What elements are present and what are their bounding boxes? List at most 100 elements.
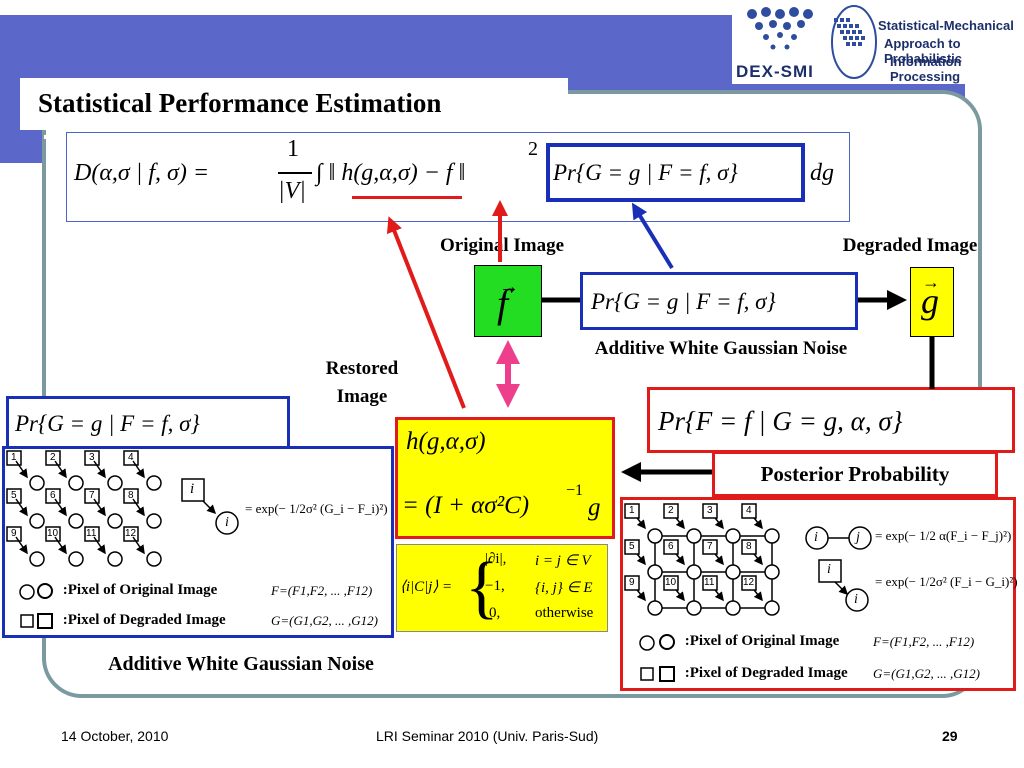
logo-line3: Information Processing bbox=[890, 54, 962, 84]
left-F-def: F=(F1,F2, ... ,F12) bbox=[271, 583, 373, 598]
f-vector-symbol: f bbox=[497, 281, 509, 326]
left-formula: = exp(− 1/2σ² (G_i − F_i)²) bbox=[245, 501, 388, 516]
equation-dg: dg bbox=[810, 160, 834, 186]
matrix-case-cond-3: otherwise bbox=[535, 605, 594, 621]
right-F-def: F=(F1,F2, ... ,F12) bbox=[873, 634, 975, 649]
g-vector-symbol: g bbox=[921, 281, 939, 321]
g-arrow: → bbox=[922, 272, 940, 292]
right-node-label-5: 5 bbox=[629, 541, 635, 552]
right-formula-noise: = exp(− 1/2σ² (F_i − G_i)²) bbox=[875, 574, 1018, 589]
frac-bar bbox=[278, 172, 312, 174]
degraded-image-node: g → bbox=[910, 267, 954, 337]
footer-center: LRI Seminar 2010 (Univ. Paris-Sud) bbox=[376, 728, 599, 744]
equation-lhs: D(α,σ | f, σ) = bbox=[74, 160, 210, 186]
restored-line1: h(g,α,σ) bbox=[406, 428, 486, 455]
left-legend-degraded: :Pixel of Degraded Image bbox=[37, 612, 226, 629]
left-graph-svg bbox=[6, 450, 239, 628]
label-awgn-bottom: Additive White Gaussian Noise bbox=[108, 653, 374, 675]
left-node-label-2: 2 bbox=[50, 452, 56, 463]
matrix-case-cond-1: i = j ∈ V bbox=[535, 553, 591, 569]
label-degraded-image: Degraded Image bbox=[842, 235, 978, 256]
left-node-label-9: 9 bbox=[11, 528, 17, 539]
right-legend-original: :Pixel of Original Image bbox=[659, 633, 839, 650]
right-pair-j-label: j bbox=[856, 530, 860, 545]
right-node-label-9: 9 bbox=[629, 577, 635, 588]
left-key-circle-label: i bbox=[225, 515, 229, 530]
matrix-case-value-2: −1, bbox=[485, 578, 505, 594]
restored-line2: = (I + ασ²C) bbox=[402, 492, 530, 519]
logo-name: DEX-SMI bbox=[736, 62, 814, 81]
right-legend-original-text: :Pixel of Original Image bbox=[684, 633, 840, 649]
right-node-label-7: 7 bbox=[707, 541, 713, 552]
logo: DEX-SMI Statistical-Mechanical Approach … bbox=[732, 2, 1022, 84]
channel-prob-text: Pr{G = g | F = f, σ} bbox=[591, 289, 776, 314]
left-node-label-11: 11 bbox=[86, 528, 97, 539]
title-tab bbox=[20, 78, 568, 130]
label-restored-image: Restored Image bbox=[325, 358, 399, 407]
right-node-label-4: 4 bbox=[746, 505, 752, 516]
left-legend-original-text: :Pixel of Original Image bbox=[62, 582, 218, 598]
logo-dots-icon bbox=[747, 5, 877, 79]
posterior-prob-text: Pr{F = f | G = g, α, σ} bbox=[658, 406, 903, 436]
equation-integrand: ∫ ‖ h(g,α,σ) − f ‖ bbox=[316, 160, 466, 186]
right-pair-i-label: i bbox=[814, 530, 818, 545]
right-G-def: G=(G1,G2, ... ,G12) bbox=[873, 666, 980, 681]
matrix-definition-box: ⟨i|C|j⟩ = { |∂i|, i = j ∈ V −1, {i, j} ∈… bbox=[396, 544, 608, 632]
restored-exp: −1 bbox=[566, 482, 584, 499]
matrix-case-value-1: |∂i|, bbox=[485, 551, 507, 567]
left-node-label-3: 3 bbox=[89, 452, 95, 463]
left-node-label-7: 7 bbox=[89, 490, 95, 501]
equation-prob: Pr{G = g | F = f, σ} bbox=[553, 160, 738, 185]
left-node-label-8: 8 bbox=[128, 490, 134, 501]
right-node-label-8: 8 bbox=[746, 541, 752, 552]
legend-circle-icon bbox=[37, 582, 53, 599]
equation-box bbox=[66, 132, 850, 222]
left-prob-text: Pr{G = g | F = f, σ} bbox=[15, 411, 200, 436]
label-original-image: Original Image bbox=[439, 235, 565, 256]
left-node-label-10: 10 bbox=[47, 528, 59, 539]
left-node-label-1: 1 bbox=[11, 452, 17, 463]
right-node-label-12: 12 bbox=[743, 577, 755, 588]
right-node-label-10: 10 bbox=[665, 577, 677, 588]
left-prob-box: Pr{G = g | F = f, σ} bbox=[6, 396, 290, 450]
footer-date: 14 October, 2010 bbox=[61, 728, 169, 744]
matrix-case-value-3: 0, bbox=[489, 605, 501, 621]
legend-circle-icon bbox=[659, 633, 675, 650]
legend-square-icon bbox=[659, 665, 675, 682]
matrix-lhs: ⟨i|C|j⟩ = bbox=[400, 579, 453, 595]
right-node-label-11: 11 bbox=[704, 577, 715, 588]
posterior-prob-box: Pr{F = f | G = g, α, σ} bbox=[647, 387, 1015, 453]
restored-g: g bbox=[588, 494, 601, 521]
left-G-def: G=(G1,G2, ... ,G12) bbox=[271, 613, 378, 628]
matrix-case-cond-2: {i, j} ∈ E bbox=[535, 580, 593, 596]
label-awgn-center: Additive White Gaussian Noise bbox=[594, 338, 848, 359]
equation-prob-box bbox=[546, 143, 805, 202]
channel-prob-box: Pr{G = g | F = f, σ} bbox=[580, 272, 858, 330]
logo-line1: Statistical-Mechanical bbox=[878, 18, 1014, 33]
right-node-label-6: 6 bbox=[668, 541, 674, 552]
legend-square-icon bbox=[37, 612, 53, 629]
right-graph-panel: 1 2 3 4 5 6 7 8 9 10 11 12 i j = exp(− 1… bbox=[620, 497, 1018, 691]
left-node-label-4: 4 bbox=[128, 452, 134, 463]
original-image-node: f → bbox=[474, 265, 542, 337]
left-node-label-5: 5 bbox=[11, 490, 17, 501]
right-node-label-1: 1 bbox=[629, 505, 635, 516]
matrix-brace: { bbox=[465, 549, 499, 626]
f-arrow: → bbox=[499, 276, 519, 298]
right-legend-degraded-text: :Pixel of Degraded Image bbox=[684, 665, 848, 681]
h-underline bbox=[352, 196, 462, 199]
posterior-label-box: Posterior Probability bbox=[712, 451, 998, 497]
equation-frac-den: |V| bbox=[278, 178, 306, 204]
right-node-label-2: 2 bbox=[668, 505, 674, 516]
right-node-label-3: 3 bbox=[707, 505, 713, 516]
left-legend-degraded-text: :Pixel of Degraded Image bbox=[62, 612, 226, 628]
slide-title: Statistical Performance Estimation bbox=[38, 88, 442, 118]
left-key-square-label: i bbox=[190, 481, 195, 497]
left-graph-panel: 1 2 3 4 5 6 7 8 9 10 11 12 i i = exp(− 1… bbox=[2, 446, 394, 638]
right-formula-pair: = exp(− 1/2 α(F_i − F_j)²) bbox=[875, 528, 1012, 543]
equation-exponent: 2 bbox=[528, 138, 538, 160]
left-node-label-6: 6 bbox=[50, 490, 56, 501]
right-key-square-label: i bbox=[827, 562, 831, 577]
posterior-label: Posterior Probability bbox=[760, 462, 950, 486]
page-number: 29 bbox=[942, 728, 958, 744]
